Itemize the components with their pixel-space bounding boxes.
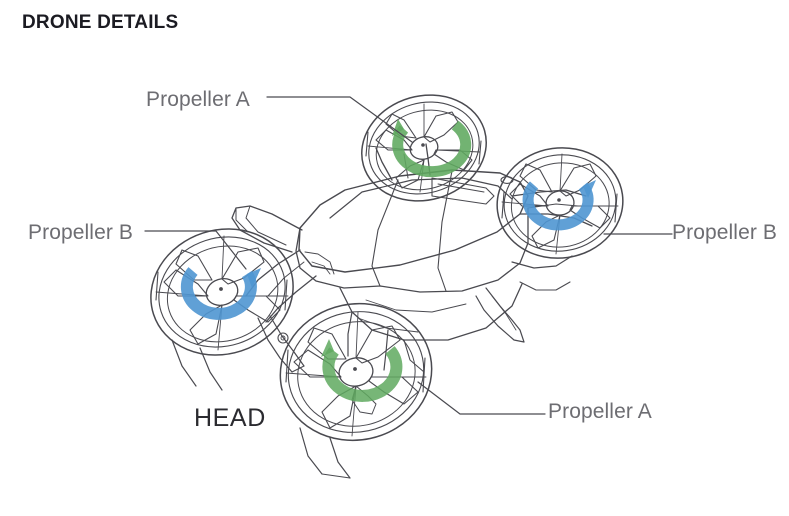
blue-rotation-arrow-left-head [247,268,261,288]
callout-label-propeller-a-bottom: Propeller A [548,400,652,423]
page-title: DRONE DETAILS [22,12,179,33]
blue-rotation-arrow-right-head [583,180,596,198]
rotor-bottom [279,302,433,479]
leader-line-prop-b-left [144,230,247,270]
drone-line-illustration [144,94,673,479]
blue-rotation-arrow-right [522,181,594,231]
callout-label-propeller-b-right: Propeller B [672,221,777,244]
green-rotation-arrow-bottom-head [321,339,334,357]
callout-label-propeller-b-left: Propeller B [28,221,133,244]
green-rotation-arrow-top [392,120,472,178]
green-rotation-arrow-top-head [392,119,404,136]
green-rotation-arrow-bottom [322,346,403,402]
blue-rotation-arrow-left [180,267,257,320]
callout-label-propeller-a-top: Propeller A [146,88,250,111]
leader-line-prop-a-top [266,96,413,143]
rotor-right [496,147,624,259]
leader-line-prop-a-bot [417,381,546,415]
head-direction-label: HEAD [194,404,266,432]
rotor-top [361,94,487,202]
